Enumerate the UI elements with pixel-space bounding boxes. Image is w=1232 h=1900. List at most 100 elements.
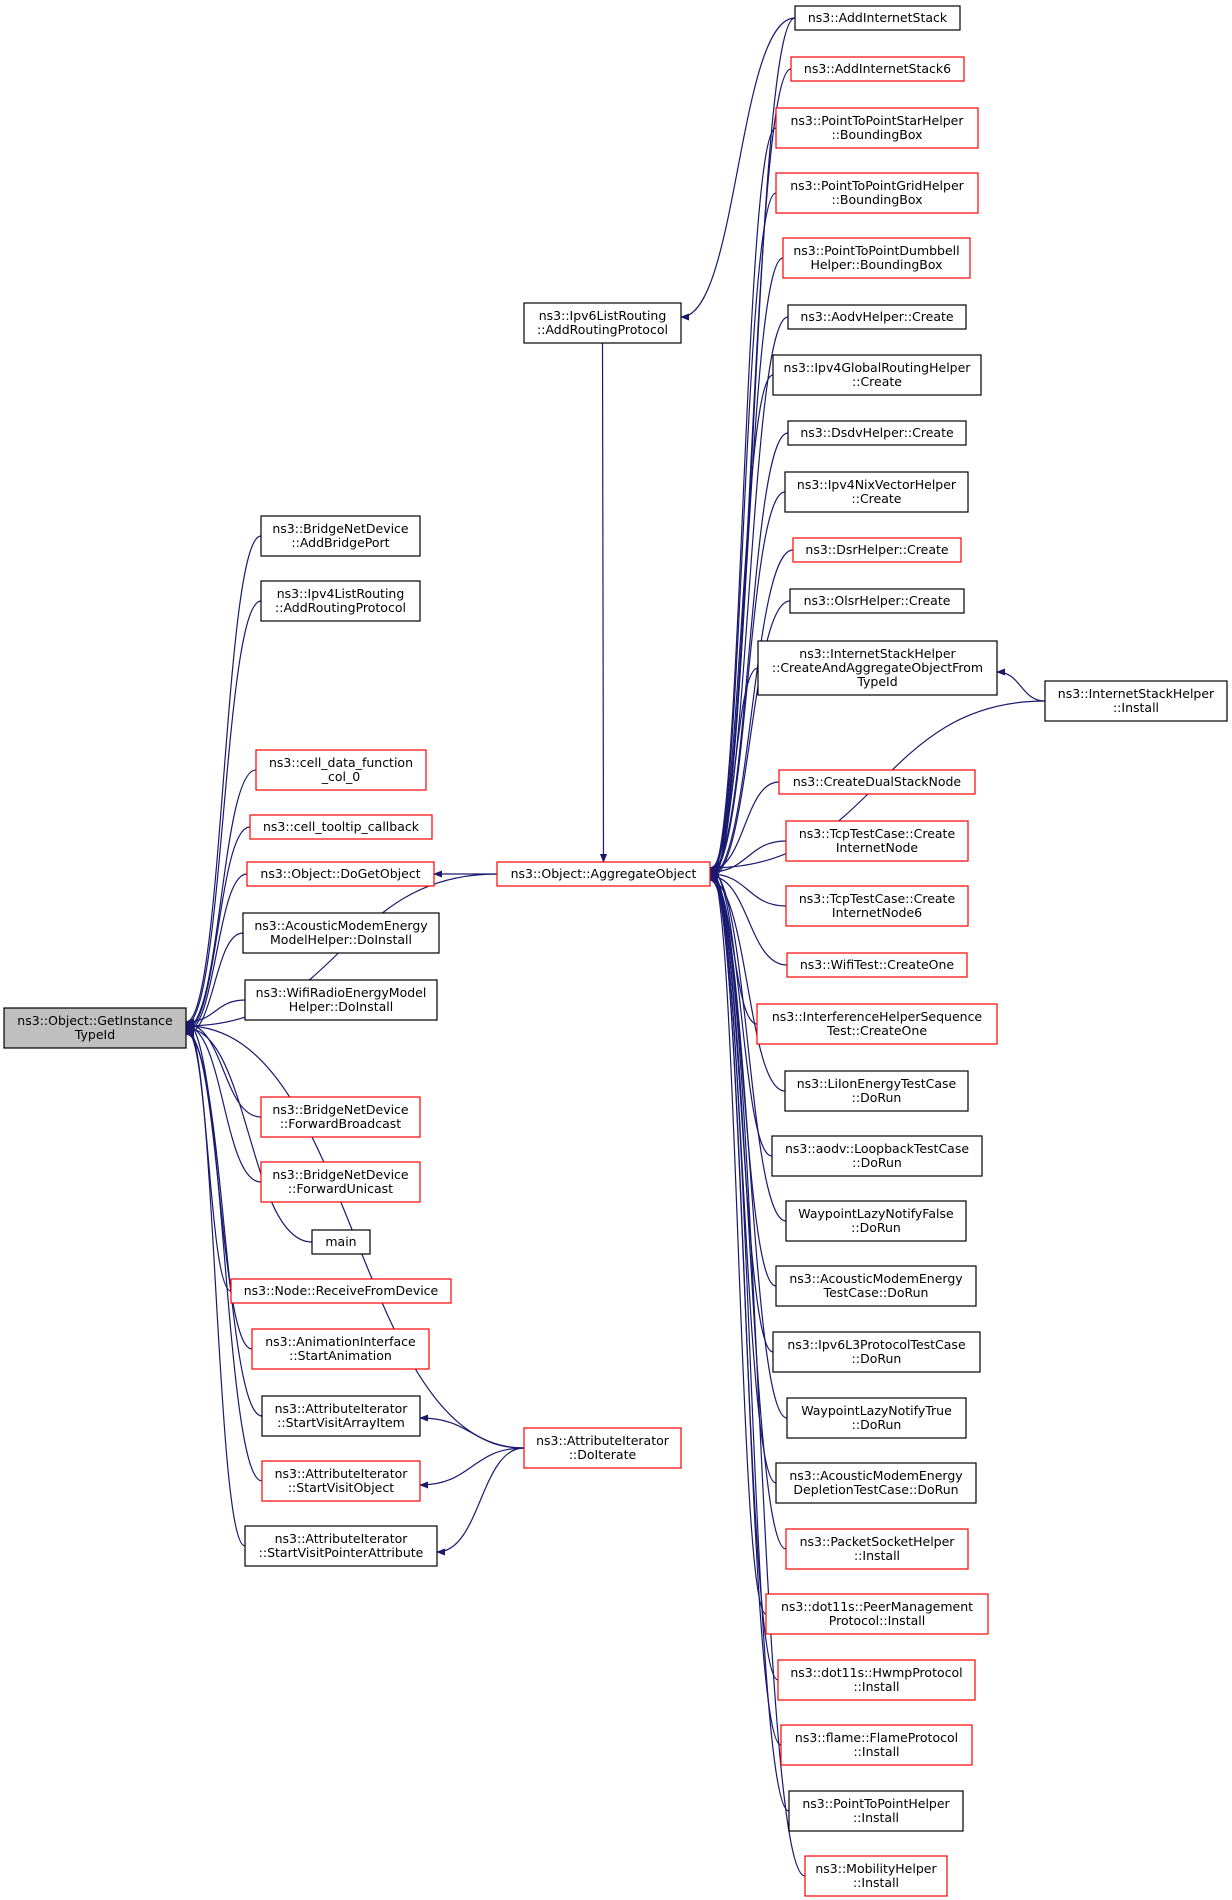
call-edge-p2pinstall-to-agg (709, 870, 790, 1812)
node-label-line: ns3::TcpTestCase::Create (799, 891, 956, 906)
node-doiterate[interactable]: ns3::AttributeIterator::DoIterate (523, 1427, 682, 1469)
node-label-line: ::DoRun (852, 1090, 902, 1105)
edge-path (709, 870, 790, 1812)
edge-path (709, 316, 789, 872)
node-box (260, 580, 421, 622)
node-box (757, 640, 998, 696)
node-label-line: ns3::OlsrHelper::Create (804, 593, 951, 608)
node-startanimation[interactable]: ns3::AnimationInterface::StartAnimation (251, 1328, 430, 1370)
node-label-line: ::BoundingBox (832, 127, 923, 142)
node-box (785, 820, 969, 862)
edge-path (996, 668, 1046, 702)
node-ipv6listrouting[interactable]: ns3::Ipv6ListRouting::AddRoutingProtocol (523, 302, 682, 344)
edge-path (709, 872, 788, 1419)
node-label-line: ns3::Ipv6ListRouting (539, 308, 667, 323)
node-main[interactable]: main (311, 1229, 371, 1255)
node-p2pstar[interactable]: ns3::PointToPointStarHelper::BoundingBox (775, 107, 979, 149)
node-ipv4globalcreate[interactable]: ns3::Ipv4GlobalRoutingHelper::Create (772, 354, 982, 396)
call-edge-ipv4listrouting-to-root (185, 600, 262, 1028)
call-edge-tcpinternetnode-to-agg (709, 840, 787, 876)
node-flameinstall[interactable]: ns3::flame::FlameProtocol::Install (780, 1724, 973, 1766)
node-box (756, 1003, 998, 1045)
node-visitpointer[interactable]: ns3::AttributeIterator::StartVisitPointe… (244, 1525, 438, 1567)
node-box (3, 1007, 187, 1049)
node-label-line: ns3::AcousticModemEnergy (254, 918, 428, 933)
node-wifiradioinstall[interactable]: ns3::WifiRadioEnergyModelHelper::DoInsta… (244, 979, 438, 1021)
node-fwdunicast[interactable]: ns3::BridgeNetDevice::ForwardUnicast (260, 1161, 421, 1203)
call-edge-lionrun-to-agg (709, 876, 786, 1092)
node-label-line: ::ForwardBroadcast (280, 1116, 401, 1131)
node-ipv4listrouting[interactable]: ns3::Ipv4ListRouting::AddRoutingProtocol (260, 580, 421, 622)
node-dsrcreate[interactable]: ns3::DsrHelper::Create (792, 537, 962, 563)
node-lionrun[interactable]: ns3::LiIonEnergyTestCase::DoRun (784, 1070, 969, 1112)
node-label-line: ::Create (852, 374, 902, 389)
node-box (794, 5, 961, 31)
node-box (242, 912, 440, 954)
node-dogetobject[interactable]: ns3::Object::DoGetObject (246, 861, 435, 887)
node-label-line: ::BoundingBox (832, 192, 923, 207)
node-label-line: InternetNode (836, 840, 919, 855)
node-bridgeaddport[interactable]: ns3::BridgeNetDevice::AddBridgePort (260, 515, 421, 557)
edge-path (185, 769, 257, 1032)
node-acousticinstall[interactable]: ns3::AcousticModemEnergyModelHelper::DoI… (242, 912, 440, 954)
node-label-line: main (325, 1234, 356, 1249)
node-label-line: ::AddRoutingProtocol (275, 600, 406, 615)
node-ipv4nixcreate[interactable]: ns3::Ipv4NixVectorHelper::Create (784, 471, 969, 513)
node-internetstackinstall[interactable]: ns3::InternetStackHelper::Install (1044, 680, 1228, 722)
node-label-line: ::DoRun (852, 1155, 902, 1170)
call-edge-fwdunicast-to-root (185, 1022, 262, 1183)
node-p2pinstall[interactable]: ns3::PointToPointHelper::Install (788, 1790, 964, 1832)
node-agg[interactable]: ns3::Object::AggregateObject (496, 861, 711, 887)
node-box (790, 56, 965, 82)
node-waypointfalse[interactable]: WaypointLazyNotifyFalse::DoRun (785, 1200, 967, 1242)
node-addinternetstack6[interactable]: ns3::AddInternetStack6 (790, 56, 965, 82)
node-celldata[interactable]: ns3::cell_data_function_col_0 (255, 749, 427, 791)
node-wifitestcreateone[interactable]: ns3::WifiTest::CreateOne (786, 952, 968, 978)
node-packetsocketinstall[interactable]: ns3::PacketSocketHelper::Install (785, 1528, 969, 1570)
node-box (251, 1328, 430, 1370)
node-aodvcreate[interactable]: ns3::AodvHelper::Create (787, 304, 967, 330)
edge-path (680, 17, 796, 321)
node-ipv6l3run[interactable]: ns3::Ipv6L3ProtocolTestCase::DoRun (772, 1331, 981, 1373)
node-acousticdepletion[interactable]: ns3::AcousticModemEnergyDepletionTestCas… (775, 1462, 977, 1504)
node-aodvloopback[interactable]: ns3::aodv::LoopbackTestCase::DoRun (771, 1135, 983, 1177)
node-receivefromdevice[interactable]: ns3::Node::ReceiveFromDevice (230, 1278, 452, 1304)
node-label-line: ns3::Ipv4NixVectorHelper (797, 477, 957, 492)
node-label-line: ::StartVisitObject (288, 1480, 394, 1495)
call-edge-doiterate-to-visitpointer (436, 1447, 525, 1556)
node-label-line: ns3::aodv::LoopbackTestCase (785, 1141, 969, 1156)
node-p2pgrid[interactable]: ns3::PointToPointGridHelper::BoundingBox (775, 172, 979, 214)
node-visitarrayitem[interactable]: ns3::AttributeIterator::StartVisitArrayI… (261, 1395, 421, 1437)
call-edge-p2pstar-to-agg (709, 127, 777, 880)
node-dsdvcreate[interactable]: ns3::DsdvHelper::Create (787, 420, 967, 446)
node-label-line: ::StartAnimation (289, 1348, 392, 1363)
node-interferencecreateone[interactable]: ns3::InterferenceHelperSequenceTest::Cre… (756, 1003, 998, 1045)
node-label-line: ns3::dot11s::HwmpProtocol (790, 1665, 962, 1680)
node-hwmpinstall[interactable]: ns3::dot11s::HwmpProtocol::Install (777, 1659, 976, 1701)
edge-path (709, 257, 784, 884)
node-celltooltip[interactable]: ns3::cell_tooltip_callback (249, 814, 433, 840)
node-p2pdumbbell[interactable]: ns3::PointToPointDumbbellHelper::Boundin… (782, 237, 971, 279)
call-edge-wifitestcreateone-to-agg (709, 872, 788, 966)
node-addinternetstack[interactable]: ns3::AddInternetStack (794, 5, 961, 31)
node-createdualstack[interactable]: ns3::CreateDualStackNode (778, 769, 976, 795)
node-peermgmtinstall[interactable]: ns3::dot11s::PeerManagementProtocol::Ins… (765, 1593, 989, 1635)
node-label-line: ns3::DsrHelper::Create (805, 542, 948, 557)
node-createaggregate[interactable]: ns3::InternetStackHelper::CreateAndAggre… (757, 640, 998, 696)
node-box (780, 1724, 973, 1766)
call-edge-dogetobject-to-root (185, 873, 248, 1036)
node-box (772, 1331, 981, 1373)
node-box (775, 1462, 977, 1504)
node-visitobject[interactable]: ns3::AttributeIterator::StartVisitObject (261, 1460, 421, 1502)
call-edge-internetstackinstall-to-createaggregate (996, 668, 1046, 702)
node-fwdbroadcast[interactable]: ns3::BridgeNetDevice::ForwardBroadcast (260, 1096, 421, 1138)
node-olsrcreate[interactable]: ns3::OlsrHelper::Create (789, 588, 965, 614)
node-waypointtrue[interactable]: WaypointLazyNotifyTrue::DoRun (786, 1397, 967, 1439)
node-box (777, 1659, 976, 1701)
node-mobilityinstall[interactable]: ns3::MobilityHelper::Install (804, 1855, 948, 1897)
